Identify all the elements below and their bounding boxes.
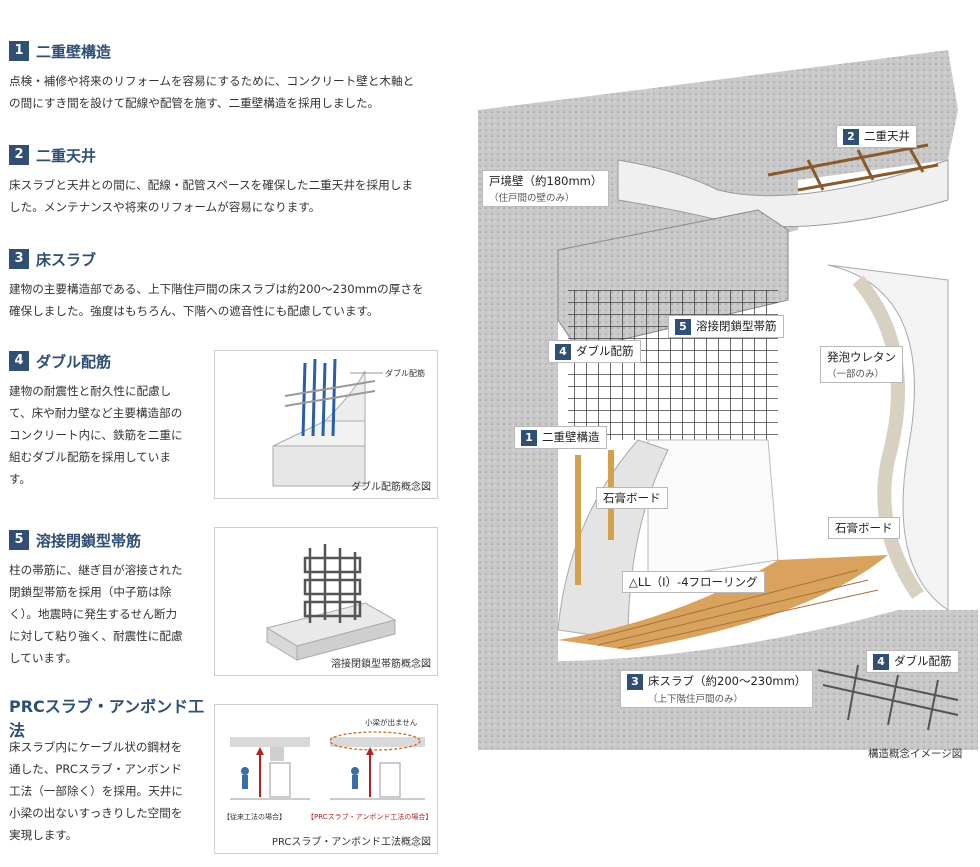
section-title: PRCスラブ・アンボンド工法 [9,697,205,740]
section-double-ceiling: 2 二重天井 床スラブと天井との間に、配線・配管スペースを確保した二重天井を採用し… [9,144,439,218]
figure-caption: 溶接閉鎖型帯筋概念図 [331,659,431,670]
section-double-wall: 1 二重壁構造 点検・補修や将来のリフォームを容易にするために、コンクリート壁と木… [9,40,439,114]
structure-illustration [478,50,978,750]
section-title: 溶接閉鎖型帯筋 [36,531,142,550]
section-number: 1 [9,41,29,61]
section-prc-slab: PRCスラブ・アンボンド工法 床スラブ内にケーブル状の鋼材を通した、PRCスラブ… [9,697,209,846]
diagram-caption: 構造概念イメージ図 [868,748,963,760]
section-body: 柱の帯筋に、継ぎ目が溶接された閉鎖型帯筋を採用（中子筋は除く）。地震時に発生する… [9,563,183,665]
section-body: 床スラブ内にケーブル状の鋼材を通した、PRCスラブ・アンボンド工法（一部除く）を… [9,740,183,842]
tag-party-wall: 戸境壁（約180mm）（住戸間の壁のみ） [482,170,610,207]
section-number: 4 [9,351,29,371]
double-rebar-figure: ダブル配筋 ダブル配筋概念図 [214,350,438,499]
prc-note: 小梁が出ません [365,717,418,727]
tag-flooring: △LL（Ⅰ）-4フローリング [622,571,765,593]
section-number: 3 [9,249,29,269]
section-body: 建物の主要構造部である、上下階住戸間の床スラブは約200〜230mmの厚さを確保… [9,282,424,318]
prc-left-label: 【従来工法の場合】 [223,812,286,821]
tag-urethane: 発泡ウレタン（一部のみ） [820,346,903,383]
double-rebar-illustration: ダブル配筋 [272,358,425,487]
section-body: 建物の耐震性と耐久性に配慮して、床や耐力壁など主要構造部のコンクリート内に、鉄筋… [9,384,183,486]
prc-slab-illustration: 小梁が出ません 【従来工法の場合】 【PRCスラブ・アンボンド工法の場合】 [223,717,432,821]
welded-hoop-figure: 溶接閉鎖型帯筋概念図 [214,527,438,676]
section-welded-hoop: 5 溶接閉鎖型帯筋 柱の帯筋に、継ぎ目が溶接された閉鎖型帯筋を採用（中子筋は除く）… [9,529,209,669]
section-title: 二重天井 [36,146,97,165]
section-double-rebar: 4 ダブル配筋 建物の耐震性と耐久性に配慮して、床や耐力壁など主要構造部のコンクリ… [9,350,209,490]
section-body: 点検・補修や将来のリフォームを容易にするために、コンクリート壁と木軸との間にすき… [9,74,415,110]
double-rebar-label: ダブル配筋 [385,368,425,378]
figure-caption: ダブル配筋概念図 [351,482,431,493]
section-number: 5 [9,530,29,550]
prc-right-label: 【PRCスラブ・アンボンド工法の場合】 [307,812,432,821]
section-body: 床スラブと天井との間に、配線・配管スペースを確保した二重天井を採用しました。メン… [9,178,413,214]
tag-gypsum-left: 石膏ボード [596,487,668,509]
tag-gypsum-right: 石膏ボード [828,517,900,539]
section-floor-slab: 3 床スラブ 建物の主要構造部である、上下階住戸間の床スラブは約200〜230mm… [9,248,439,322]
welded-hoop-illustration [265,544,397,661]
section-title: ダブル配筋 [36,352,112,371]
section-title: 二重壁構造 [36,42,112,61]
figure-caption: PRCスラブ・アンボンド工法概念図 [271,837,431,848]
section-number: 2 [9,145,29,165]
section-title: 床スラブ [36,250,97,269]
prc-slab-figure: 小梁が出ません 【従来工法の場合】 【PRCスラブ・アンボンド工法の場合】 PR… [214,704,438,854]
